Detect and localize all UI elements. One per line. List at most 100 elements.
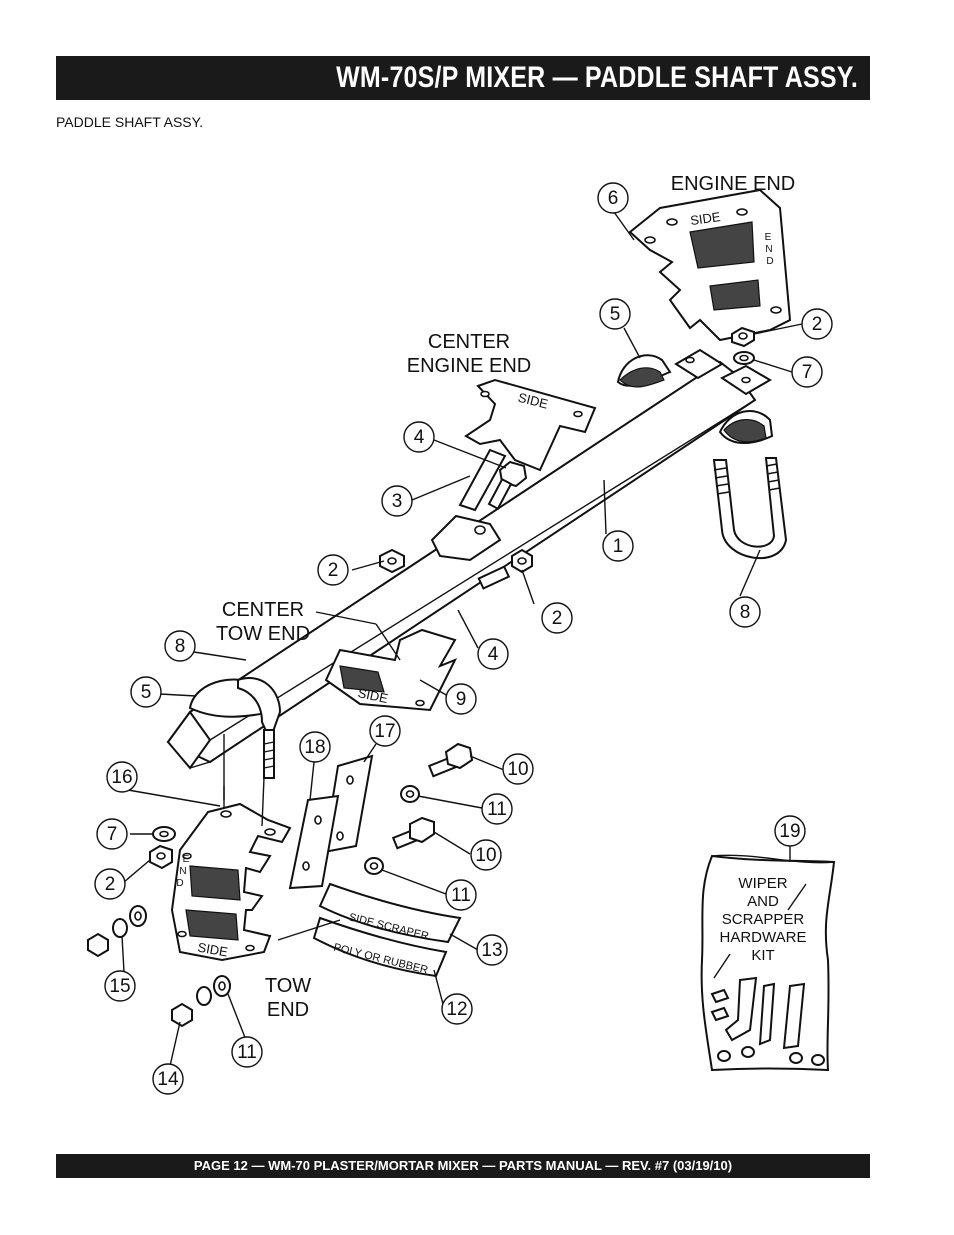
callout-2-tow-end-label: 2 (105, 874, 116, 895)
tow-end-label-1: TOW (265, 975, 311, 997)
tow-paddle-end-letter-e: E (183, 854, 190, 865)
engine-end-u-bolt (712, 457, 788, 559)
engine-paddle-end-letter-n: N (765, 244, 772, 255)
kit-text-2: AND (747, 893, 779, 910)
callout-3-label: 3 (392, 491, 403, 512)
callout-2-center-left-label: 2 (328, 560, 339, 581)
callout-13-label: 13 (481, 940, 502, 961)
callout-18: 18 (299, 731, 331, 763)
callout-2-center-right: 2 (541, 602, 573, 634)
callout-8-tow-end: 8 (164, 630, 196, 662)
callout-11-lower-label: 11 (237, 1042, 257, 1063)
callout-9-label: 9 (456, 689, 467, 710)
scraper-bolt-upper (400, 742, 474, 803)
engine-paddle-side-text: SIDE (689, 209, 721, 228)
tow-end-hardware (87, 826, 231, 1028)
callout-9: 9 (445, 683, 477, 715)
callout-15-label: 15 (109, 976, 130, 997)
callout-12: 12 (441, 993, 473, 1025)
callout-1: 1 (602, 530, 634, 562)
callout-7-tow-end-label: 7 (107, 824, 118, 845)
kit-text-1: WIPER (738, 875, 787, 892)
hardware-kit-bag: WIPER AND SCRAPPER HARDWARE KIT (700, 854, 836, 1072)
center-bolt-upper (487, 460, 528, 511)
tow-paddle-side-text: SIDE (197, 940, 230, 960)
callout-2-engine-end: 2 (801, 308, 833, 340)
callout-15: 15 (104, 970, 136, 1002)
callout-13: 13 (476, 934, 508, 966)
engine-end-paddle: SIDE E N D (628, 188, 792, 396)
callout-3: 3 (381, 485, 413, 517)
callout-11-lower: 11 (231, 1036, 263, 1068)
callout-10-lower: 10 (470, 839, 502, 871)
center-engine-end-paddle: SIDE (430, 378, 597, 562)
center-engine-end-label-1: CENTER (428, 331, 510, 353)
callout-8-tow-end-label: 8 (175, 636, 186, 657)
callout-11-upper: 11 (481, 793, 513, 825)
callout-10-lower-label: 10 (475, 845, 496, 866)
callout-11-middle-label: 11 (451, 885, 471, 906)
engine-paddle-end-letter-e: E (765, 232, 772, 243)
tow-paddle-end-letter-d: D (176, 878, 183, 889)
scraper-bolt-lower (364, 816, 435, 875)
callout-14-label: 14 (157, 1069, 179, 1090)
leader-lines (121, 211, 803, 1067)
tow-paddle-end-letter-n: N (179, 866, 186, 877)
center-tow-end-label-1: CENTER (222, 599, 304, 621)
callout-2-center-right-label: 2 (552, 608, 563, 629)
center-bolt-lower (477, 548, 533, 590)
callout-5-engine-end-label: 5 (610, 304, 621, 325)
callout-4-lower-label: 4 (488, 644, 499, 665)
paddle-shaft (166, 360, 757, 770)
callout-2-engine-end-label: 2 (812, 314, 823, 335)
center-tow-paddle-side-text: SIDE (357, 685, 390, 706)
callout-8-engine-end-label: 8 (740, 602, 751, 623)
callout-11-middle: 11 (445, 879, 477, 911)
kit-text-3: SCRAPPER (722, 911, 805, 928)
callout-19: 19 (774, 815, 806, 847)
callout-19-label: 19 (779, 821, 800, 842)
callout-7-tow-end: 7 (96, 818, 128, 850)
title-bar: WM-70S/P MIXER — PADDLE SHAFT ASSY. (56, 56, 870, 100)
footer-text: PAGE 12 — WM-70 PLASTER/MORTAR MIXER — P… (193, 1158, 733, 1173)
callout-12-label: 12 (446, 999, 467, 1020)
callout-4-upper: 4 (403, 421, 435, 453)
callout-10-upper-label: 10 (507, 759, 528, 780)
engine-end-wiper (616, 354, 774, 444)
center-nut-left (379, 548, 405, 574)
callout-4-lower: 4 (477, 638, 509, 670)
callout-16-label: 16 (111, 767, 132, 788)
tow-end-wiper (188, 677, 282, 779)
callout-2-center-left: 2 (317, 554, 349, 586)
callout-18-label: 18 (304, 737, 325, 758)
kit-text-4: HARDWARE (720, 929, 807, 946)
callout-5-tow-end-label: 5 (141, 682, 152, 703)
engine-paddle-end-letter-d: D (766, 256, 773, 267)
callout-2-tow-end: 2 (94, 868, 126, 900)
callout-17-label: 17 (374, 721, 395, 742)
center-tow-end-paddle: SIDE (324, 628, 458, 712)
section-subtitle: PADDLE SHAFT ASSY. (56, 114, 204, 130)
callout-14: 14 (152, 1063, 184, 1095)
tow-end-paddle: SIDE E N D (170, 802, 292, 962)
poly-rubber-end-scraper (288, 794, 340, 890)
callout-4-upper-label: 4 (414, 427, 425, 448)
callout-7-engine-end-label: 7 (802, 362, 813, 383)
callout-5-tow-end: 5 (130, 676, 162, 708)
page-title: WM-70S/P MIXER — PADDLE SHAFT ASSY. (336, 61, 858, 95)
callout-7-engine-end: 7 (791, 356, 823, 388)
center-engine-end-label-2: ENGINE END (407, 355, 531, 377)
center-engine-paddle-side-text: SIDE (517, 390, 550, 412)
callout-11-upper-label: 11 (487, 799, 507, 820)
callout-17: 17 (369, 715, 401, 747)
callout-10-upper: 10 (502, 753, 534, 785)
kit-text-5: KIT (751, 947, 774, 964)
engine-end-label: ENGINE END (671, 173, 795, 195)
center-tow-end-label-2: TOW END (216, 623, 310, 645)
tow-end-label-2: END (267, 999, 309, 1021)
callout-16: 16 (106, 761, 138, 793)
footer-bar: PAGE 12 — WM-70 PLASTER/MORTAR MIXER — P… (56, 1154, 870, 1178)
callout-6: 6 (597, 182, 629, 214)
engine-end-nut (731, 326, 755, 365)
